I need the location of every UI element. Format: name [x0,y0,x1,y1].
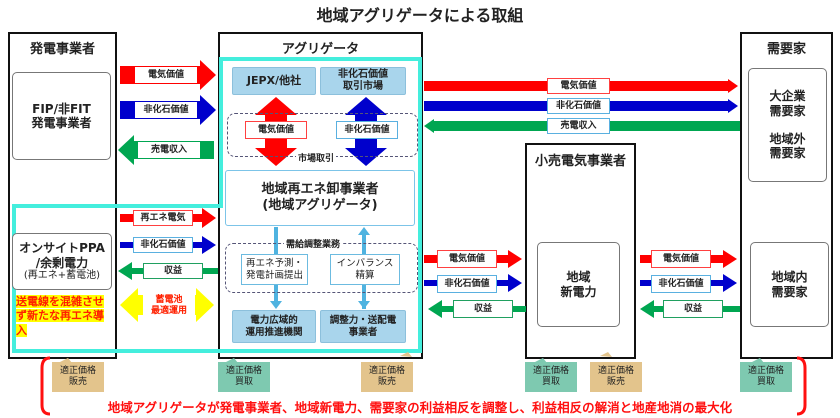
arrow-imbalance-to-tso [358,285,370,309]
imbalance-box: インバランス 精算 [330,254,400,285]
callout-tail [600,352,612,357]
flow-elec-label-retail: 電気価値 [437,250,497,268]
consumer-header: 需要家 [766,42,806,57]
jepx-box: JEPX/他社 [232,67,316,95]
flow-nonfossil-label: 非化石価値 [135,102,197,118]
onsite-ppa-box: オンサイトPPA /余剰電力 (再エネ+蓄電池) [12,233,112,290]
callout-sell-aggregator: 適正価格 販売 [361,362,413,392]
callout-tail [752,358,764,363]
callout-buy-consumer: 適正価格 買取 [740,362,792,392]
onsite-label-3: (再エネ+蓄電池) [23,269,101,281]
flow-revenue-label-consumer: 収益 [663,300,723,318]
local-retailer-box: 地域 新電力 [537,242,620,327]
callout-buy-retailer: 適正価格 買取 [525,362,577,392]
wholesaler-sublabel: (地域アグリゲータ) [262,198,378,213]
outside-consumer-label: 地域外 需要家 [769,132,806,161]
battery-operation-label: 蓄電池 最適運用 [143,293,195,319]
flow-elec-label: 電気価値 [135,67,197,83]
summary-text: 地域アグリゲータが発電事業者、地域新電力、需要家の利益相反を調整し、利益相反の解… [107,400,733,415]
market-nonfossil-label: 非化石価値 [336,121,398,139]
flow-sales-income-label-long: 売電収入 [547,118,610,134]
flow-elec-label-long: 電気価値 [547,78,610,94]
callout-buy-aggregator: 適正価格 買取 [218,362,270,392]
callout-tail [400,352,412,357]
retailer-header: 小売電気事業者 [534,154,626,169]
callout-tail [60,358,72,363]
inside-consumer-box: 地域内 需要家 [750,242,829,327]
wholesaler-label: 地域再エネ卸事業者 [261,182,379,198]
outside-consumer-box: 大企業 需要家 地域外 需要家 [748,68,827,182]
regional-aggregator-outline [12,57,422,353]
market-trade-label: 市場取引 [296,151,337,164]
flow-nonfossil-label-consumer: 非化石価値 [651,275,711,293]
balancing-label: 需給調整業務 [284,237,343,250]
forecast-box: 再エネ予測・ 発電計画提出 [241,254,308,285]
flow-sales-income-label: 売電収入 [138,142,200,158]
large-consumer-label: 大企業 需要家 [769,89,806,118]
callout-tail [535,358,547,363]
flow-nonfossil-label-retail: 非化石価値 [437,275,497,293]
flow-nonfossil-label-2: 非化石価値 [133,237,193,253]
nonfossil-market-box: 非化石価値 取引市場 [320,67,406,95]
right-bracket [796,356,807,416]
flow-elec-label-consumer: 電気価値 [651,250,711,268]
flow-revenue-label-retail: 収益 [453,300,513,318]
market-elec-label: 電気価値 [245,121,307,139]
occto-box: 電力広域的 運用推進機関 [232,310,316,343]
new-re-note: 送電線を混雑させず新たな再エネ導入 [16,295,104,337]
tso-box: 調整力・送配電 事業者 [320,310,406,343]
onsite-label-2: /余剰電力 [35,255,89,270]
flow-re-elec-label: 再エネ電気 [133,210,193,226]
flow-nonfossil-label-long: 非化石価値 [547,98,610,114]
onsite-label-1: オンサイトPPA [19,241,105,256]
left-bracket [40,356,51,416]
aggregator-header: アグリゲータ [281,42,360,57]
fip-generator-box: FIP/非FIT 発電事業者 [12,72,111,160]
callout-tail [226,358,238,363]
callout-sell-retailer: 適正価格 販売 [590,362,642,392]
generator-header: 発電事業者 [29,42,95,57]
callout-sell-generator: 適正価格 販売 [52,362,104,392]
wholesaler-box: 地域再エネ卸事業者 (地域アグリゲータ) [225,170,415,226]
diagram-title: 地域アグリゲータによる取組 [316,6,524,25]
flow-revenue-label: 収益 [143,263,203,279]
